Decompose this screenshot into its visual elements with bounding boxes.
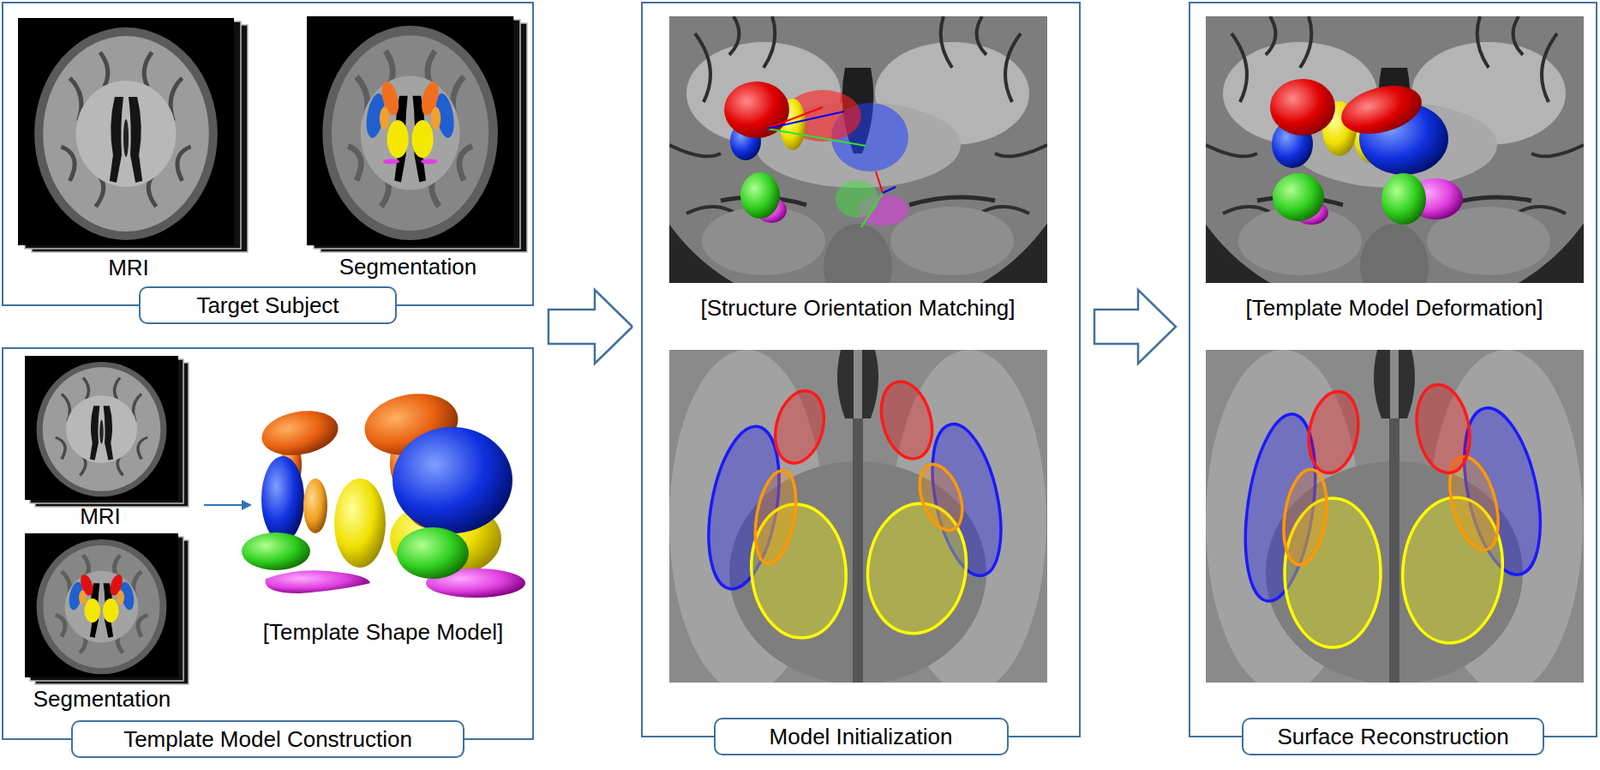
orientation-matching-image	[669, 16, 1048, 283]
illustration-part	[669, 16, 1048, 283]
illustration-part	[1336, 77, 1427, 142]
illustration-part	[749, 467, 803, 567]
illustration-part	[669, 349, 1048, 683]
illustration-part	[261, 455, 305, 542]
illustration-part	[24, 533, 179, 678]
illustration-part	[17, 17, 234, 246]
illustration-part	[396, 527, 469, 579]
image-caption: [Template Shape Model]	[263, 618, 504, 646]
illustration-part	[24, 355, 179, 500]
image-caption: [Template Model Deformation]	[1246, 294, 1544, 322]
target-mri-stack	[17, 17, 248, 252]
panel-box: Surface Reconstruction	[1188, 1, 1598, 738]
small-arrow	[203, 499, 252, 510]
illustration-part	[303, 478, 328, 534]
illustration-part	[306, 16, 514, 246]
panel-title-tab: Target Subject	[138, 286, 397, 324]
illustration-part	[724, 81, 790, 138]
illustration-part	[306, 16, 514, 246]
illustration-part	[835, 179, 879, 218]
illustration-part	[1270, 78, 1336, 136]
block-arrow	[548, 289, 633, 327]
panel-box: Template Model Construction	[1, 347, 534, 740]
illustration-part	[1272, 173, 1325, 222]
panel-title-tab: Template Model Construction	[71, 719, 465, 758]
illustration-part	[911, 458, 971, 536]
panel-title-tab: Surface Reconstruction	[1241, 717, 1545, 756]
template-segmentation-stack	[24, 533, 189, 684]
illustration-part	[669, 349, 1048, 683]
illustration-part	[1205, 16, 1584, 283]
deformed-model-image	[1205, 16, 1584, 283]
illustration-part	[392, 426, 513, 534]
panel-title-tab: Model Initialization	[713, 717, 1009, 756]
block-arrow	[1094, 289, 1176, 364]
illustration-part	[767, 384, 832, 468]
illustration-part	[882, 186, 896, 193]
illustration-part	[241, 532, 311, 570]
illustration-part	[875, 171, 883, 193]
illustration-part	[740, 172, 780, 219]
illustration-part	[1409, 380, 1476, 478]
initial-contours-image	[669, 349, 1048, 683]
illustration-part	[1205, 349, 1584, 683]
illustration-part	[241, 499, 252, 510]
image-caption: MRI	[79, 503, 121, 530]
image-caption: Segmentation	[33, 685, 171, 713]
illustration-part	[265, 569, 372, 594]
image-caption: [Structure Orientation Matching]	[700, 294, 1015, 322]
panel-box: Model Initialization	[641, 1, 1081, 738]
image-caption: Segmentation	[339, 253, 477, 281]
illustration-part	[24, 533, 179, 678]
block-arrow	[548, 326, 633, 364]
target-segmentation-stack	[306, 16, 528, 252]
illustration-part	[1302, 387, 1365, 477]
image-caption: MRI	[107, 254, 150, 282]
illustration-part	[873, 375, 941, 464]
illustration-part	[334, 478, 386, 568]
illustration-part	[1277, 466, 1332, 568]
illustration-part	[767, 111, 845, 129]
template-shape-model	[241, 386, 526, 598]
illustration-part	[697, 375, 1013, 642]
illustration-part	[1205, 16, 1584, 283]
illustration-part	[66, 573, 137, 623]
template-mri-stack	[24, 355, 189, 507]
illustration-part	[24, 355, 179, 500]
illustration-part	[257, 405, 342, 462]
illustration-part	[669, 16, 1048, 283]
illustration-part	[767, 128, 866, 146]
reconstructed-contours-image	[1205, 349, 1584, 683]
illustration-part	[861, 192, 883, 228]
illustration-part	[363, 79, 457, 164]
illustration-part	[1381, 173, 1427, 225]
illustration-part	[17, 17, 234, 246]
illustration-part	[203, 503, 243, 506]
illustration-part	[1205, 349, 1584, 683]
illustration-part	[1234, 380, 1554, 648]
